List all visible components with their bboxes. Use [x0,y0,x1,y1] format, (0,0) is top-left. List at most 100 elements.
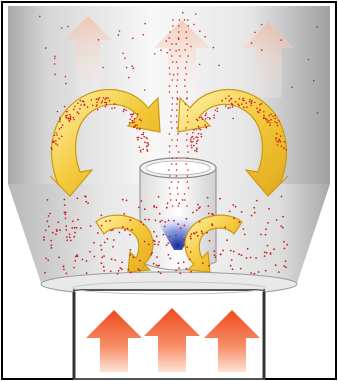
particle-dot [70,116,72,118]
particle-dot [101,249,103,251]
particle-dot [177,91,179,93]
particle-dot [195,136,197,138]
particle-dot [169,31,171,33]
particle-dot [98,39,100,41]
particle-dot [275,115,277,117]
particle-dot [186,98,188,100]
particle-dot [264,251,266,253]
particle-dot [131,116,133,118]
particle-dot [184,19,186,21]
particle-dot [283,241,285,243]
particle-dot [176,127,178,129]
particle-dot [50,244,52,246]
particle-dot [91,99,93,101]
particle-dot [57,111,59,113]
particle-dot [74,232,76,234]
particle-dot [136,124,138,126]
particle-dot [232,204,234,206]
particle-dot [114,107,116,109]
particle-dot [114,259,116,261]
particle-dot [254,102,256,104]
particle-dot [269,125,271,127]
particle-dot [266,252,268,254]
particle-dot [128,77,130,79]
particle-dot [263,115,265,117]
particle-dot [179,55,181,57]
particle-dot [177,67,179,69]
particle-dot [199,117,201,119]
particle-dot [158,196,160,198]
particle-dot [233,217,235,219]
particle-dot [106,102,108,104]
particle-dot [64,106,66,108]
particle-dot [133,122,135,124]
particle-dot [138,207,140,209]
particle-dot [64,204,66,206]
particle-dot [172,19,174,21]
particle-dot [100,245,102,247]
particle-dot [144,241,146,243]
particle-dot [110,270,112,272]
particle-dot [144,89,146,91]
particle-dot [101,262,103,264]
particle-dot [129,219,131,221]
particle-dot [261,49,263,51]
particle-dot [176,85,178,87]
particle-dot [250,272,252,274]
particle-dot [90,225,92,227]
particle-dot [232,118,234,120]
particle-dot [169,151,171,153]
particle-dot [169,236,171,238]
particle-dot [64,213,66,215]
particle-dot [103,255,105,257]
particle-dot [54,58,56,60]
particle-dot [138,268,140,270]
particle-dot [261,103,263,105]
particle-dot [80,227,82,229]
particle-dot [191,147,193,149]
particle-dot [101,225,103,227]
particle-dot [190,251,192,253]
particle-dot [153,206,155,208]
particle-dot [265,118,267,120]
particle-dot [206,127,208,129]
particle-dot [250,105,252,107]
particle-dot [48,215,50,217]
particle-dot [56,229,58,231]
particle-dot [224,226,226,228]
particle-dot [54,63,56,65]
particle-dot [43,239,45,241]
particle-dot [73,119,75,121]
particle-dot [169,49,171,51]
particle-dot [117,273,119,275]
particle-dot [167,242,169,244]
particle-dot [229,211,231,213]
particle-dot [158,241,160,243]
particle-dot [141,138,143,140]
particle-dot [208,205,210,207]
particle-dot [267,245,269,247]
particle-dot [96,98,98,100]
particle-dot [197,137,199,139]
particle-dot [153,231,155,233]
particle-dot [196,119,198,121]
particle-dot [276,122,278,124]
particle-dot [132,120,134,122]
particle-dot [67,26,69,28]
particle-dot [185,163,187,165]
particle-dot [59,121,61,123]
particle-dot [52,140,54,142]
particle-dot [186,61,188,63]
particle-dot [171,181,173,183]
particle-dot [156,236,158,238]
particle-dot [175,43,177,45]
particle-dot [59,229,61,231]
particle-dot [156,256,158,258]
particle-dot [185,31,187,33]
particle-dot [176,163,178,165]
particle-dot [171,127,173,129]
particle-dot [274,121,276,123]
particle-dot [142,134,144,136]
particle-dot [87,106,89,108]
particle-dot [197,139,199,141]
